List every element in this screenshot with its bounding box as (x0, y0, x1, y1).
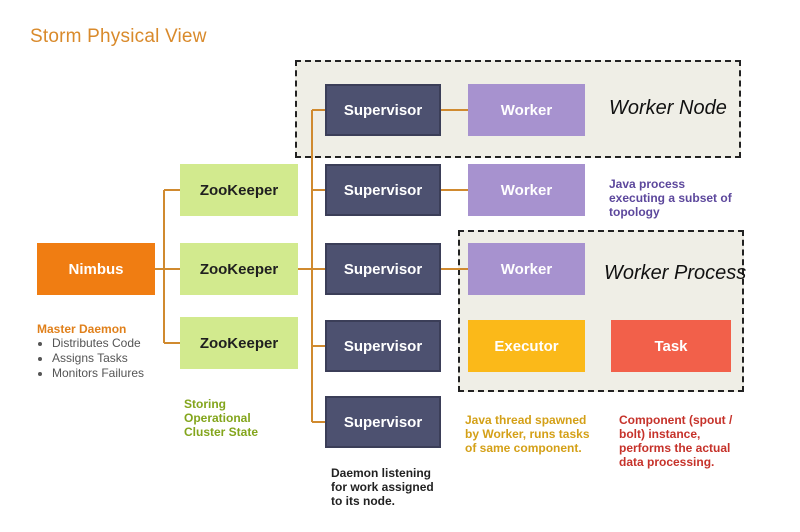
zookeeper-note: Storing Operational Cluster State (184, 397, 259, 439)
supervisor-box: Supervisor (325, 243, 441, 295)
zookeeper-box: ZooKeeper (180, 243, 298, 295)
master-daemon-note: Master Daemon (37, 322, 127, 336)
task-note: Component (spout / bolt) instance, perfo… (619, 413, 733, 469)
diagram-title: Storm Physical View (30, 26, 207, 47)
executor-note: Java thread spawned by Worker, runs task… (465, 413, 590, 455)
executor-box: Executor (468, 320, 585, 372)
supervisor-box: Supervisor (325, 396, 441, 448)
task-box: Task (611, 320, 731, 372)
supervisor-note: Daemon listening for work assigned to it… (331, 466, 434, 508)
zookeeper-box: ZooKeeper (180, 317, 298, 369)
bullet-item: Distributes Code (52, 336, 144, 351)
worker-box: Worker (468, 84, 585, 136)
bullet-item: Monitors Failures (52, 366, 144, 381)
worker-box: Worker (468, 164, 585, 216)
nimbus-box: Nimbus (37, 243, 155, 295)
worker-process-label: Worker Process (604, 262, 747, 284)
bullet-item: Assigns Tasks (52, 351, 144, 366)
worker-note: Java process executing a subset of topol… (609, 177, 732, 219)
supervisor-box: Supervisor (325, 320, 441, 372)
master-daemon-bullets: Distributes Code Assigns Tasks Monitors … (38, 336, 144, 381)
zookeeper-box: ZooKeeper (180, 164, 298, 216)
supervisor-box: Supervisor (325, 84, 441, 136)
worker-box: Worker (468, 243, 585, 295)
worker-node-label: Worker Node (609, 97, 727, 119)
supervisor-box: Supervisor (325, 164, 441, 216)
